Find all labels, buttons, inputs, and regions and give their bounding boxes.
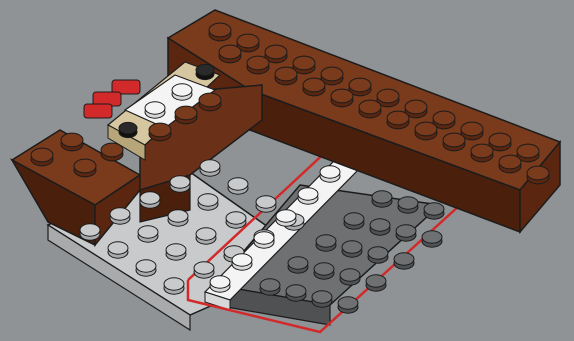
stud xyxy=(340,269,360,285)
stud xyxy=(247,56,269,74)
stud xyxy=(232,254,252,270)
stud xyxy=(194,262,214,278)
stud xyxy=(80,224,100,240)
stud xyxy=(422,231,442,247)
stud xyxy=(140,192,160,208)
stud xyxy=(387,111,409,129)
stud xyxy=(260,279,280,295)
stud xyxy=(199,93,221,111)
stud xyxy=(219,45,241,63)
stud xyxy=(527,166,549,184)
stud xyxy=(136,260,156,276)
stud xyxy=(170,176,190,192)
stud xyxy=(316,235,336,251)
stud xyxy=(256,196,276,212)
stud xyxy=(288,257,308,273)
stud xyxy=(320,166,340,182)
stud xyxy=(344,213,364,229)
stud xyxy=(372,191,392,207)
stud xyxy=(149,123,171,141)
stud xyxy=(443,133,465,151)
stud xyxy=(471,144,493,162)
stud xyxy=(275,67,297,85)
stud xyxy=(175,106,197,124)
stud xyxy=(166,244,186,260)
stud xyxy=(172,84,192,100)
stud xyxy=(74,159,96,177)
stud xyxy=(101,143,123,161)
stud xyxy=(254,232,274,248)
stud xyxy=(370,219,390,235)
stud xyxy=(209,23,231,41)
stud xyxy=(110,208,130,224)
stud xyxy=(359,100,381,118)
stud xyxy=(394,253,414,269)
stud xyxy=(298,188,318,204)
stud xyxy=(424,203,444,219)
stud xyxy=(200,160,220,176)
stud xyxy=(119,122,137,137)
stud xyxy=(196,228,216,244)
stud xyxy=(415,122,437,140)
stud xyxy=(398,197,418,213)
stud xyxy=(366,275,386,291)
red-connector-3 xyxy=(84,104,112,118)
stud xyxy=(286,285,306,301)
stud xyxy=(61,133,83,151)
stud xyxy=(276,210,296,226)
stud xyxy=(210,276,230,292)
stud xyxy=(342,241,362,257)
stud xyxy=(164,278,184,294)
stud xyxy=(226,212,246,228)
stud xyxy=(331,89,353,107)
stud xyxy=(303,78,325,96)
stud xyxy=(228,178,248,194)
stud xyxy=(196,64,214,79)
stud xyxy=(396,225,416,241)
stud xyxy=(198,194,218,210)
stud xyxy=(499,155,521,173)
stud xyxy=(338,297,358,313)
stud xyxy=(314,263,334,279)
stud xyxy=(368,247,388,263)
stud xyxy=(312,291,332,307)
stud xyxy=(108,242,128,258)
stud xyxy=(31,148,53,166)
stud xyxy=(138,226,158,242)
stud xyxy=(145,102,165,118)
stud xyxy=(168,210,188,226)
